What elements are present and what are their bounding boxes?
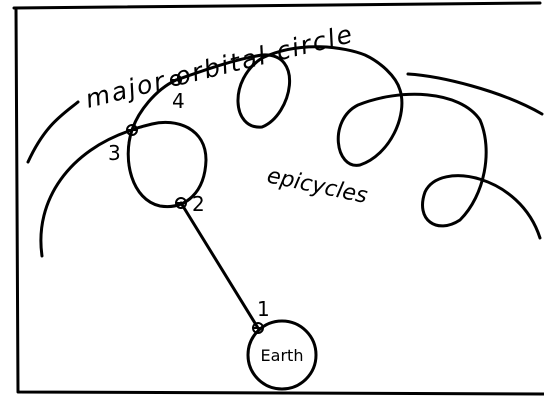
major-orbital-circle-label: major orbital circle [82,19,356,114]
major-orbital-circle-arc [28,102,78,162]
point-label-4: 4 [172,89,185,113]
epicycles-label: epicycles [265,163,370,209]
radius-line [181,203,258,328]
point-marker-2 [176,198,186,208]
earth-label: Earth [261,346,304,365]
point-label-1: 1 [257,297,270,321]
point-label-2: 2 [192,192,205,216]
point-label-3: 3 [108,141,121,165]
